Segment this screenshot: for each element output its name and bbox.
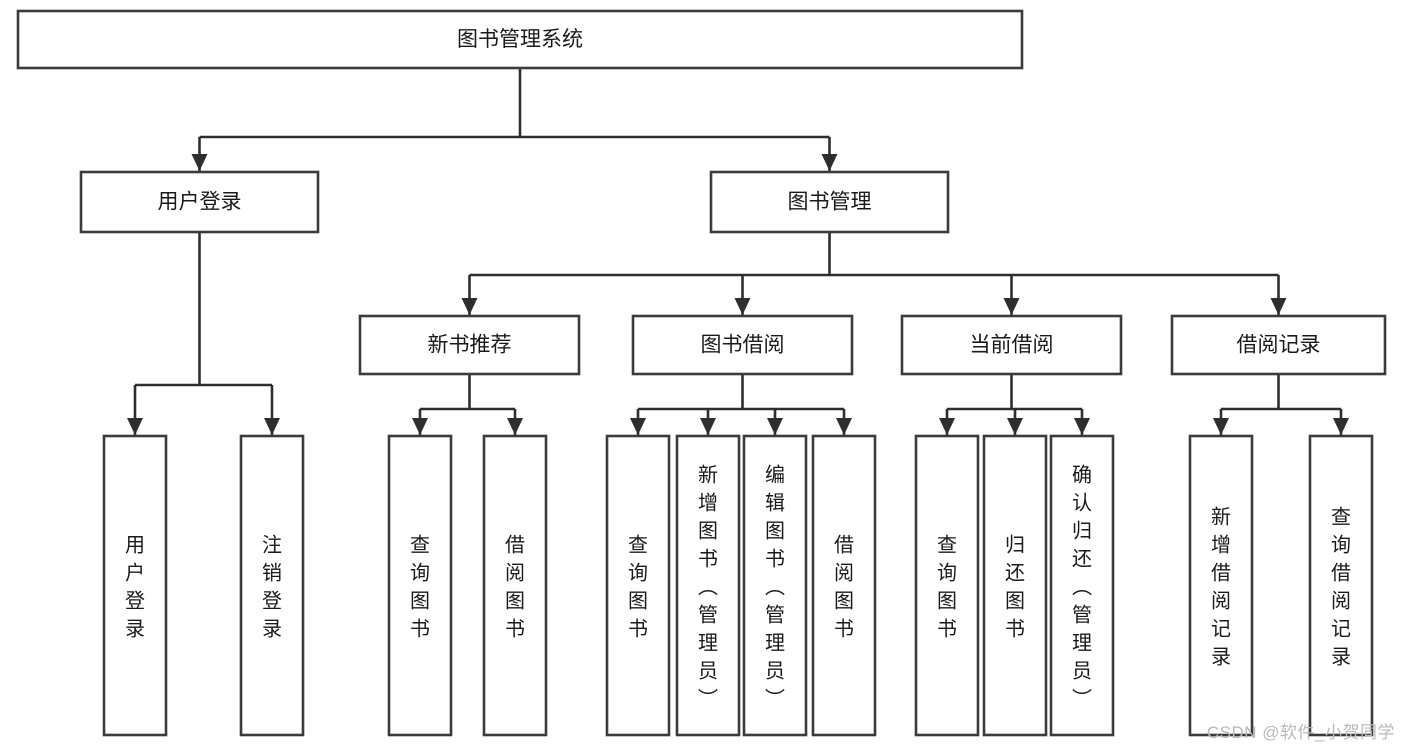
arrow-head-icon: [700, 418, 716, 435]
node-current-borrow-box: [900, 314, 1123, 376]
node-current-borrow[interactable]: 当前借阅: [900, 314, 1123, 376]
node-leaf-user-login[interactable]: 用户登录: [102, 434, 168, 737]
node-root-label: 图书管理系统: [457, 28, 583, 51]
arrow-head-icon: [507, 418, 523, 435]
node-leaf-query-book-3-box: [914, 434, 980, 737]
node-user-login-box: [79, 170, 320, 234]
node-leaf-confirm-return-box: [1049, 434, 1115, 737]
arrow-head-icon: [1213, 418, 1229, 435]
node-leaf-query-record-label: 查询借阅记录: [1331, 505, 1351, 668]
node-book-borrow[interactable]: 图书借阅: [631, 314, 854, 376]
arrow-head-icon: [1270, 298, 1287, 315]
node-leaf-query-book-2-label: 查询图书: [628, 533, 648, 640]
arrow-head-icon: [1003, 298, 1020, 315]
node-leaf-borrow-book-1[interactable]: 借阅图书: [482, 434, 548, 737]
node-user-login[interactable]: 用户登录: [79, 170, 320, 234]
arrow-head-icon: [1333, 418, 1349, 435]
arrow-head-icon: [461, 298, 478, 315]
node-user-login-label: 用户登录: [158, 191, 242, 214]
node-leaf-query-record[interactable]: 查询借阅记录: [1308, 434, 1374, 737]
node-leaf-edit-book-box: [742, 434, 808, 737]
node-new-book-recommend[interactable]: 新书推荐: [358, 314, 581, 376]
node-leaf-query-book-1[interactable]: 查询图书: [387, 434, 453, 737]
node-leaf-return-book-label: 归还图书: [1005, 533, 1025, 640]
node-leaf-query-record-box: [1308, 434, 1374, 737]
watermark-label: CSDN @软件_小贺同学: [1206, 723, 1395, 742]
arrow-head-icon: [939, 418, 955, 435]
node-root[interactable]: 图书管理系统: [16, 9, 1024, 70]
node-leaf-borrow-book-2[interactable]: 借阅图书: [811, 434, 877, 737]
node-leaf-user-login-label: 用户登录: [125, 534, 145, 640]
node-borrow-record[interactable]: 借阅记录: [1170, 314, 1387, 376]
node-leaf-query-book-2[interactable]: 查询图书: [605, 434, 671, 737]
arrow-head-icon: [127, 418, 143, 435]
node-leaf-add-record-box: [1188, 434, 1254, 737]
node-leaf-edit-book[interactable]: 编辑图书︵管理员︶: [742, 434, 808, 737]
node-leaf-borrow-book-1-label: 借阅图书: [505, 533, 525, 640]
node-leaf-query-book-3[interactable]: 查询图书: [914, 434, 980, 737]
node-leaf-edit-book-label: 编辑图书︵管理员︶: [765, 463, 785, 710]
node-leaf-user-logout-box: [239, 434, 305, 737]
arrow-head-icon: [264, 418, 280, 435]
node-leaf-borrow-book-2-label: 借阅图书: [834, 533, 854, 640]
node-leaf-query-book-1-box: [387, 434, 453, 737]
arrow-head-icon: [1007, 418, 1023, 435]
node-leaf-query-book-3-label: 查询图书: [937, 533, 957, 640]
edges-layer: [127, 68, 1349, 435]
arrow-head-icon: [836, 418, 852, 435]
node-leaf-user-logout[interactable]: 注销登录: [239, 434, 305, 737]
arrow-head-icon: [412, 418, 428, 435]
node-leaf-query-book-1-label: 查询图书: [410, 533, 430, 640]
arrow-head-icon: [630, 418, 646, 435]
node-leaf-borrow-book-1-box: [482, 434, 548, 737]
node-book-management[interactable]: 图书管理: [709, 170, 950, 234]
node-leaf-add-book-box: [675, 434, 741, 737]
node-leaf-confirm-return-label: 确认归还︵管理员︶: [1072, 463, 1092, 710]
node-root-box: [16, 9, 1024, 70]
node-borrow-record-box: [1170, 314, 1387, 376]
node-new-book-recommend-box: [358, 314, 581, 376]
arrow-head-icon: [1074, 418, 1090, 435]
node-book-management-box: [709, 170, 950, 234]
node-leaf-add-book[interactable]: 新增图书︵管理员︶: [675, 434, 741, 737]
node-leaf-return-book-box: [982, 434, 1048, 737]
arrow-head-icon: [734, 298, 751, 315]
node-new-book-recommend-label: 新书推荐: [428, 334, 512, 357]
nodes-layer: 图书管理系统用户登录图书管理新书推荐图书借阅当前借阅借阅记录用户登录注销登录查询…: [16, 9, 1387, 737]
node-leaf-add-record[interactable]: 新增借阅记录: [1188, 434, 1254, 737]
node-leaf-add-book-label: 新增图书︵管理员︶: [698, 463, 718, 710]
node-book-borrow-box: [631, 314, 854, 376]
arrow-head-icon: [767, 418, 783, 435]
node-leaf-confirm-return[interactable]: 确认归还︵管理员︶: [1049, 434, 1115, 737]
node-leaf-query-book-2-box: [605, 434, 671, 737]
arrow-head-icon: [191, 154, 208, 171]
node-leaf-borrow-book-2-box: [811, 434, 877, 737]
node-book-management-label: 图书管理: [788, 191, 872, 214]
node-leaf-user-logout-label: 注销登录: [262, 533, 282, 640]
node-leaf-user-login-box: [102, 434, 168, 737]
node-current-borrow-label: 当前借阅: [970, 334, 1054, 357]
arrow-head-icon: [821, 154, 838, 171]
node-leaf-return-book[interactable]: 归还图书: [982, 434, 1048, 737]
node-leaf-add-record-label: 新增借阅记录: [1211, 505, 1231, 668]
node-borrow-record-label: 借阅记录: [1237, 334, 1321, 357]
node-book-borrow-label: 图书借阅: [701, 334, 785, 357]
